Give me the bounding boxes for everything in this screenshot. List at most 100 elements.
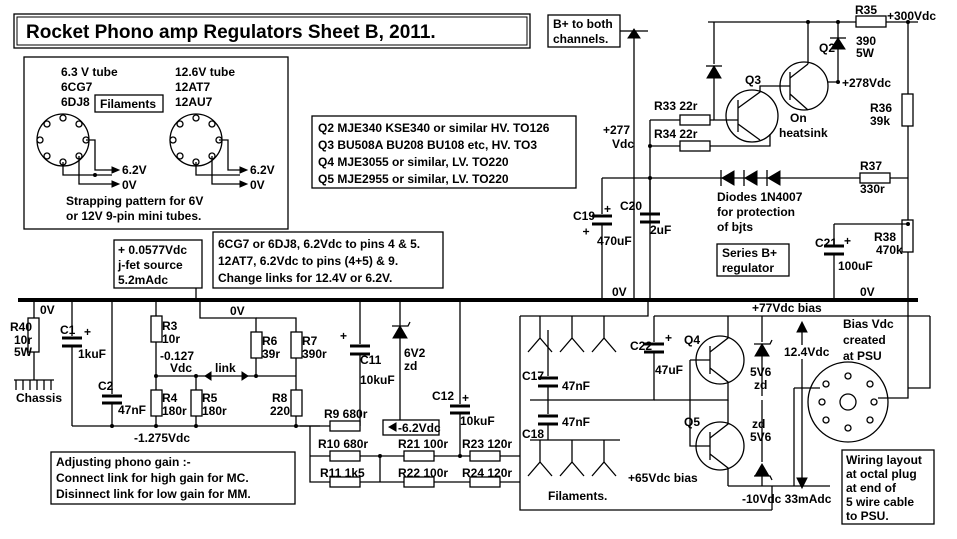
svg-text:zd: zd xyxy=(752,417,765,431)
resistor-r4 xyxy=(150,389,163,417)
svg-text:to PSU.: to PSU. xyxy=(846,509,889,523)
svg-text:R22 100r: R22 100r xyxy=(398,466,448,480)
svg-text:39k: 39k xyxy=(870,114,890,128)
svg-text:47uF: 47uF xyxy=(655,363,683,377)
svg-text:+: + xyxy=(462,391,469,405)
svg-text:+: + xyxy=(844,234,851,248)
svg-text:220: 220 xyxy=(270,404,290,418)
svg-text:R10 680r: R10 680r xyxy=(318,437,368,451)
svg-text:6CG7 or 6DJ8, 6.2Vdc to pins 4: 6CG7 or 6DJ8, 6.2Vdc to pins 4 & 5. xyxy=(218,237,420,251)
svg-text:regulator: regulator xyxy=(722,261,774,275)
svg-text:+65Vdc bias: +65Vdc bias xyxy=(628,471,698,485)
svg-text:10kuF: 10kuF xyxy=(360,373,395,387)
resistor-r23 xyxy=(469,450,501,462)
jfet-note-box: + 0.0577Vdc j-fet source 5.2mAdc xyxy=(113,239,203,289)
svg-text:0V: 0V xyxy=(40,303,55,317)
svg-text:5 wire cable: 5 wire cable xyxy=(846,495,914,509)
title-block: Rocket Phono amp Regulators Sheet B, 201… xyxy=(13,13,531,49)
svg-text:R3: R3 xyxy=(162,319,178,333)
svg-text:On: On xyxy=(790,111,807,125)
svg-text:+: + xyxy=(579,228,593,235)
svg-text:created: created xyxy=(843,333,886,347)
resistor-r33 xyxy=(679,114,711,126)
svg-text:-0.127: -0.127 xyxy=(160,349,194,363)
svg-text:0V: 0V xyxy=(122,178,137,192)
svg-text:R9 680r: R9 680r xyxy=(324,407,368,421)
svg-text:R24 120r: R24 120r xyxy=(462,466,512,480)
svg-text:Q5: Q5 xyxy=(684,415,700,429)
svg-text:12.4Vdc: 12.4Vdc xyxy=(784,345,830,359)
svg-text:6.2V: 6.2V xyxy=(122,163,147,177)
svg-text:0V: 0V xyxy=(250,178,265,192)
svg-text:C11: C11 xyxy=(360,353,382,367)
tube-strapping-panel: 6.3 V tube 6CG7 6DJ8 12.6V tube 12AT7 12… xyxy=(23,56,289,230)
svg-text:R34 22r: R34 22r xyxy=(654,127,698,141)
svg-text:for protection: for protection xyxy=(717,205,795,219)
svg-text:Vdc: Vdc xyxy=(170,361,192,375)
resistor-r10 xyxy=(329,450,361,462)
svg-text:6.2V: 6.2V xyxy=(250,163,275,177)
svg-text:C17: C17 xyxy=(522,369,544,383)
svg-text:R37: R37 xyxy=(860,159,882,173)
svg-text:-10Vdc 33mAdc: -10Vdc 33mAdc xyxy=(742,492,832,506)
series-regulator: R35 390 5W +300Vdc +278Vdc R36 39k Q2 Q3… xyxy=(573,3,936,300)
svg-text:12AU7: 12AU7 xyxy=(175,95,213,109)
svg-text:0V: 0V xyxy=(230,304,245,318)
svg-text:390r: 390r xyxy=(302,347,327,361)
svg-text:channels.: channels. xyxy=(553,32,608,46)
svg-text:Diodes 1N4007: Diodes 1N4007 xyxy=(717,190,803,204)
svg-text:180r: 180r xyxy=(202,404,227,418)
svg-text:R33 22r: R33 22r xyxy=(654,99,698,113)
svg-text:C12: C12 xyxy=(432,389,454,403)
svg-text:6DJ8: 6DJ8 xyxy=(61,95,90,109)
svg-text:or 12V 9-pin mini tubes.: or 12V 9-pin mini tubes. xyxy=(66,209,201,223)
transistor-q3 xyxy=(725,89,779,143)
transistor-list-box: Q2 MJE340 KSE340 or similar HV. TO126 Q3… xyxy=(311,115,577,189)
svg-text:Bias Vdc: Bias Vdc xyxy=(843,317,894,331)
svg-text:47nF: 47nF xyxy=(562,415,590,429)
svg-text:Change links for 12.4V or 6.2V: Change links for 12.4V or 6.2V. xyxy=(218,271,392,285)
svg-text:Disinnect link for low gain fo: Disinnect link for low gain for MM. xyxy=(56,487,251,501)
svg-text:Series B+: Series B+ xyxy=(722,246,777,260)
bplus-note-box: B+ to both channels. xyxy=(547,14,648,48)
regulator-note-box: Series B+ regulator xyxy=(716,243,790,277)
svg-text:5W: 5W xyxy=(856,46,875,60)
svg-text:Q5 MJE2955 or similar, LV. TO2: Q5 MJE2955 or similar, LV. TO220 xyxy=(318,172,509,186)
svg-text:of bjts: of bjts xyxy=(717,220,753,234)
svg-text:100uF: 100uF xyxy=(838,259,873,273)
svg-text:R21 100r: R21 100r xyxy=(398,437,448,451)
svg-text:zd: zd xyxy=(404,359,417,373)
resistor-r9 xyxy=(329,420,361,432)
link-label: link xyxy=(215,361,236,375)
svg-text:R35: R35 xyxy=(855,3,877,17)
svg-text:R7: R7 xyxy=(302,334,318,348)
svg-text:R40: R40 xyxy=(10,320,32,334)
svg-text:39r: 39r xyxy=(262,347,280,361)
svg-text:j-fet source: j-fet source xyxy=(117,258,183,272)
svg-text:330r: 330r xyxy=(860,182,885,196)
svg-text:R5: R5 xyxy=(202,391,218,405)
svg-text:C2: C2 xyxy=(98,379,114,393)
svg-text:C22: C22 xyxy=(630,339,652,353)
svg-text:+77Vdc bias: +77Vdc bias xyxy=(752,301,822,315)
svg-text:Q4: Q4 xyxy=(684,333,700,347)
resistor-r24 xyxy=(469,476,501,488)
resistor-r7 xyxy=(290,331,303,359)
svg-text:12AT7: 12AT7 xyxy=(175,80,210,94)
svg-text:47nF: 47nF xyxy=(562,379,590,393)
svg-text:C18: C18 xyxy=(522,427,544,441)
svg-text:0V: 0V xyxy=(860,285,875,299)
resistor-r35 xyxy=(855,15,887,28)
svg-text:0V: 0V xyxy=(612,285,627,299)
svg-text:+277: +277 xyxy=(603,123,630,137)
filament-regulator: R40 10r 5W Chassis C1 + 1kuF C2 47nF R3 … xyxy=(10,288,520,488)
svg-text:Strapping pattern for 6V: Strapping pattern for 6V xyxy=(66,194,203,208)
resistor-r21 xyxy=(403,450,435,462)
svg-text:R11 1k5: R11 1k5 xyxy=(320,466,365,480)
resistor-r8 xyxy=(290,389,303,417)
svg-text:6CG7: 6CG7 xyxy=(61,80,93,94)
filaments-caption: Filaments. xyxy=(548,489,607,503)
svg-text:5V6: 5V6 xyxy=(750,430,772,444)
svg-text:5V6: 5V6 xyxy=(750,365,772,379)
chassis-label: Chassis xyxy=(16,391,62,405)
